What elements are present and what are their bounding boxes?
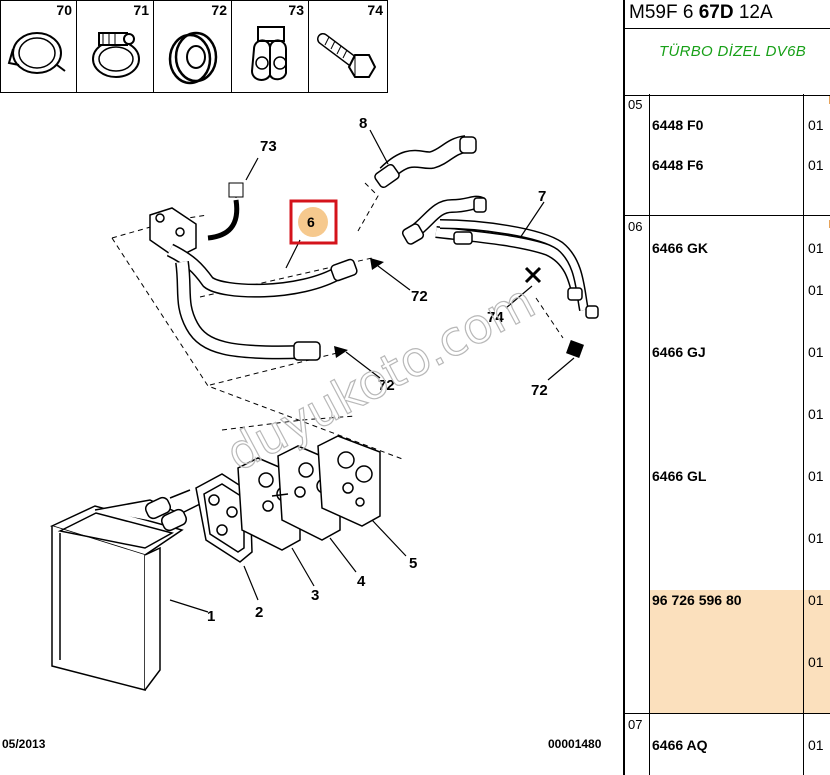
part-ref[interactable]: 6448 F0 (652, 117, 704, 133)
callout-2: 2 (255, 604, 263, 621)
parts-panel: M59F 6 67D 12A TÜRBO DİZEL DV6B 05 6448 … (623, 0, 830, 775)
part-qty: 01 (808, 344, 824, 360)
valve-hose-assembly (149, 199, 358, 361)
highlighted-row (650, 590, 830, 713)
header-description: TÜRBO DİZEL DV6B (659, 43, 807, 60)
part-ref[interactable]: 6448 F6 (652, 157, 704, 173)
bolt-marker (524, 266, 542, 284)
grommet-marker (370, 258, 384, 270)
callout-6-highlight (298, 207, 328, 237)
callout-8: 8 (359, 115, 367, 132)
callout-3: 3 (311, 587, 319, 604)
grommet-marker (566, 340, 584, 358)
bolt-icon (317, 33, 377, 78)
callout-7: 7 (538, 188, 546, 205)
pipe-assembly-7 (401, 195, 599, 319)
seal-ring-plate (317, 435, 381, 527)
callout-73: 73 (260, 138, 277, 155)
hose-8 (374, 135, 477, 189)
grommet-marker (334, 346, 348, 358)
callout-6-box (289, 199, 338, 245)
hose-clamp-band-icon (7, 32, 66, 74)
leader-lines (169, 129, 575, 613)
section-05: 05 6448 F0 01 6448 F6 01 (625, 94, 830, 216)
header-description-box: TÜRBO DİZEL DV6B (625, 28, 830, 96)
callout-5: 5 (409, 555, 417, 572)
footer-date: 05/2013 (2, 737, 46, 751)
part-qty: 01 (808, 654, 824, 670)
part-qty: 01 (808, 157, 824, 173)
callout-4: 4 (357, 573, 366, 590)
part-qty: 01 (808, 530, 824, 546)
section-number: 06 (628, 219, 643, 234)
grommet-icon (168, 31, 218, 85)
part-qty: 01 (808, 117, 824, 133)
part-qty: 01 (808, 468, 824, 484)
section-07: 07 6466 AQ 01 (625, 714, 830, 775)
part-ref[interactable]: 6466 AQ (652, 737, 708, 753)
hose-clip-bracket-icon (250, 26, 287, 81)
part-qty: 01 (808, 240, 824, 256)
part-qty: 01 (808, 592, 824, 608)
callout-72-a: 72 (411, 288, 428, 305)
part-ref[interactable]: 6466 GK (652, 240, 709, 256)
exploded-diagram: 1 2 3 4 5 6 7 8 72 72 72 73 74 duyukoto.… (49, 115, 599, 691)
clip-marker (228, 182, 244, 198)
footer-doc-number: 00001480 (548, 737, 602, 751)
part-ref[interactable]: 6466 GL (652, 468, 707, 484)
section-number: 05 (628, 97, 643, 112)
icon-number: 72 (211, 2, 227, 18)
icon-number: 73 (288, 2, 304, 18)
part-qty: 01 (808, 406, 824, 422)
callout-6: 6 (307, 214, 315, 230)
callout-74: 74 (487, 309, 504, 326)
icon-number: 74 (367, 2, 383, 18)
worm-drive-clamp-icon (92, 32, 140, 78)
callout-72-c: 72 (531, 382, 548, 399)
icon-cell-71: 71 (76, 0, 154, 93)
icon-cell-74: 74 (308, 0, 388, 93)
icon-number: 70 (56, 2, 72, 18)
heater-core (49, 489, 205, 691)
callout-1: 1 (207, 608, 215, 625)
part-qty: 01 (808, 282, 824, 298)
part-qty: 01 (808, 737, 824, 753)
header-code: M59F 6 67D 12A (629, 2, 773, 23)
heater-gasket (195, 473, 253, 563)
icon-number: 71 (133, 2, 149, 18)
section-06: 06 6466 GK 01 01 6466 GJ 01 01 6466 GL 0… (625, 216, 830, 714)
part-ref[interactable]: 96 726 596 80 (652, 592, 742, 608)
section-number: 07 (628, 717, 643, 732)
part-ref[interactable]: 6466 GJ (652, 344, 706, 360)
callout-72-b: 72 (378, 377, 395, 394)
